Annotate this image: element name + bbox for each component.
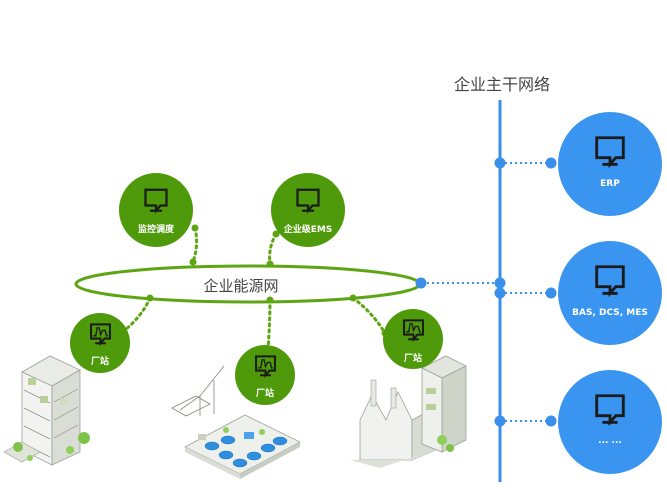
blue-connectors — [422, 162, 551, 422]
building-left-illustration — [3, 355, 90, 466]
water-plant-illustration — [171, 365, 301, 479]
node-erp[interactable]: ERP — [558, 112, 662, 216]
blue-connector-dots — [415, 157, 557, 427]
node-label: 监控调度 — [138, 223, 175, 235]
node-bas-dcs-mes[interactable]: BAS, DCS, MES — [558, 241, 662, 345]
node-station-left[interactable]: 厂站 — [70, 313, 130, 373]
node-label: 企业级EMS — [283, 223, 333, 235]
node-label: ERP — [600, 179, 620, 189]
factory-illustration — [350, 355, 467, 468]
node-station-center[interactable]: 厂站 — [235, 345, 295, 405]
node-label: 厂站 — [91, 355, 109, 367]
node-monitor-dispatch[interactable]: 监控调度 — [119, 173, 193, 247]
node-station-right[interactable]: 厂站 — [383, 309, 443, 369]
node-label: 厂站 — [404, 352, 422, 364]
node-enterprise-ems[interactable]: 企业级EMS — [271, 173, 345, 247]
node-label: 厂站 — [256, 387, 274, 399]
node-other-systems[interactable]: ... ... — [558, 370, 662, 474]
node-label: ... ... — [598, 436, 622, 446]
backbone-title: 企业主干网络 — [454, 75, 550, 94]
node-label: BAS, DCS, MES — [572, 308, 648, 318]
energy-network-label: 企业能源网 — [203, 277, 278, 295]
